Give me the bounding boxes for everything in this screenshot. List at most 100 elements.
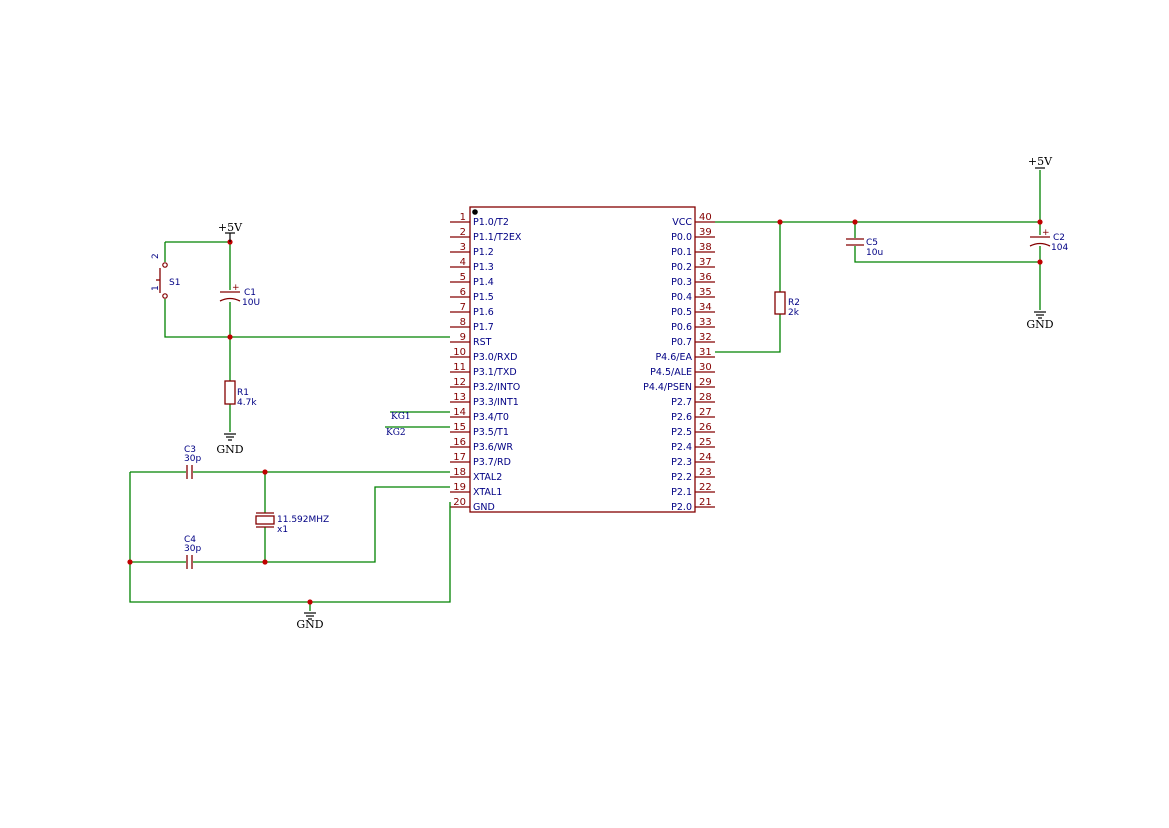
gnd-label: GND xyxy=(296,618,323,631)
wire-r2-ea xyxy=(715,314,781,353)
pin-name: P1.4 xyxy=(473,277,494,288)
pin-name: P1.0/T2 xyxy=(473,217,509,228)
pin-number: 25 xyxy=(699,437,712,448)
pin-number: 16 xyxy=(453,437,466,448)
vcc-label: +5V xyxy=(218,221,243,234)
pin-name: P1.7 xyxy=(473,322,494,333)
junction xyxy=(262,469,268,475)
pin-name: P1.5 xyxy=(473,292,494,303)
c2-ref: C2 xyxy=(1053,233,1065,243)
ground-symbol-right: GND xyxy=(1026,311,1054,331)
s1-pin1-label: 1 xyxy=(151,285,161,291)
pin-number: 40 xyxy=(699,212,712,223)
pin-number: 6 xyxy=(460,287,466,298)
capacitor-c4: C4 30p xyxy=(184,535,201,569)
c3-value: 30p xyxy=(184,454,201,464)
svg-text:+: + xyxy=(1042,228,1050,238)
junction xyxy=(262,559,268,565)
pin-name: P2.0 xyxy=(671,502,692,513)
pin-number: 39 xyxy=(699,227,712,238)
pin-name: P2.3 xyxy=(671,457,692,468)
pin-name: P4.4/PSEN xyxy=(643,382,692,393)
pin-name: P2.1 xyxy=(671,487,692,498)
c3-ref: C3 xyxy=(184,445,196,455)
net-label-kg2: KG2 xyxy=(386,428,406,438)
c5-value: 10u xyxy=(866,248,883,258)
pin-number: 36 xyxy=(699,272,712,283)
capacitor-c2: + C2 104 xyxy=(1029,228,1068,253)
pin-number: 10 xyxy=(453,347,466,358)
pin-name: P3.5/T1 xyxy=(473,427,509,438)
ground-symbol-xtal: GND xyxy=(296,612,324,631)
pin-number: 29 xyxy=(699,377,712,388)
pin-number: 37 xyxy=(699,257,712,268)
pin-name: XTAL1 xyxy=(473,487,502,498)
vcc-symbol-left: +5V xyxy=(218,221,243,242)
pin-number: 8 xyxy=(460,317,466,328)
pin-name: P1.3 xyxy=(473,262,494,273)
pin-number: 32 xyxy=(699,332,712,343)
pin-name: P1.1/T2EX xyxy=(473,232,522,243)
s1-ref: S1 xyxy=(169,278,180,288)
pin-number: 21 xyxy=(699,497,712,508)
pin-name: P3.1/TXD xyxy=(473,367,517,378)
pin-number: 34 xyxy=(699,302,712,313)
pin-number: 27 xyxy=(699,407,712,418)
junction xyxy=(127,559,133,565)
pin-number: 12 xyxy=(453,377,466,388)
capacitor-c1: + C1 10U xyxy=(219,283,260,308)
pin-name: P3.7/RD xyxy=(473,457,511,468)
wire-xtal1 xyxy=(193,486,450,563)
switch-s1: 2 1 S1 xyxy=(151,253,180,299)
pin-name: P3.0/RXD xyxy=(473,352,517,363)
r2-ref: R2 xyxy=(788,298,800,308)
svg-text:+: + xyxy=(232,283,240,293)
pin-name: P0.4 xyxy=(671,292,692,303)
r2-value: 2k xyxy=(788,308,800,318)
junction xyxy=(227,334,233,340)
pin-name: GND xyxy=(473,502,495,513)
pin-number: 18 xyxy=(453,467,466,478)
pin-number: 7 xyxy=(460,302,466,313)
pin-name: P3.2/INTO xyxy=(473,382,520,393)
capacitor-c5: C5 10u xyxy=(846,238,883,258)
c4-ref: C4 xyxy=(184,535,196,545)
c2-value: 104 xyxy=(1051,243,1068,253)
pin-name: P0.3 xyxy=(671,277,692,288)
crystal-x1: 11.592MHZ x1 xyxy=(255,512,329,535)
x1-value: 11.592MHZ xyxy=(277,515,329,525)
pin-name: P4.6/EA xyxy=(655,352,692,363)
pin-number: 14 xyxy=(453,407,466,418)
junction xyxy=(852,219,858,225)
pin-name: P2.7 xyxy=(671,397,692,408)
r1-value: 4.7k xyxy=(237,398,257,408)
pin-name: P0.2 xyxy=(671,262,692,273)
pin-number: 2 xyxy=(460,227,466,238)
pin-name: P2.2 xyxy=(671,472,692,483)
pin-name: P0.1 xyxy=(671,247,692,258)
pin-number: 15 xyxy=(453,422,466,433)
vcc-symbol-right: +5V xyxy=(1028,155,1053,169)
pin-name: P2.5 xyxy=(671,427,692,438)
pin-number: 33 xyxy=(699,317,712,328)
pin-name: P3.3/INT1 xyxy=(473,397,519,408)
pin-number: 26 xyxy=(699,422,712,433)
x1-ref: x1 xyxy=(277,525,288,535)
mcu-body xyxy=(469,206,696,513)
junction xyxy=(307,599,313,605)
pin-number: 20 xyxy=(453,497,466,508)
c1-ref: C1 xyxy=(244,288,256,298)
ground-symbol-r1: GND xyxy=(216,433,244,456)
wire-c5-bottom xyxy=(854,246,1040,263)
pin-name: P4.5/ALE xyxy=(650,367,692,378)
pin-number: 19 xyxy=(453,482,466,493)
junction xyxy=(1037,219,1043,225)
c1-value: 10U xyxy=(242,298,260,308)
pin-number: 17 xyxy=(453,452,466,463)
pin-name: P0.0 xyxy=(671,232,692,243)
pin1-marker xyxy=(472,209,478,215)
pin-number: 13 xyxy=(453,392,466,403)
pin-name: P2.6 xyxy=(671,412,692,423)
pin-name: P1.6 xyxy=(473,307,494,318)
